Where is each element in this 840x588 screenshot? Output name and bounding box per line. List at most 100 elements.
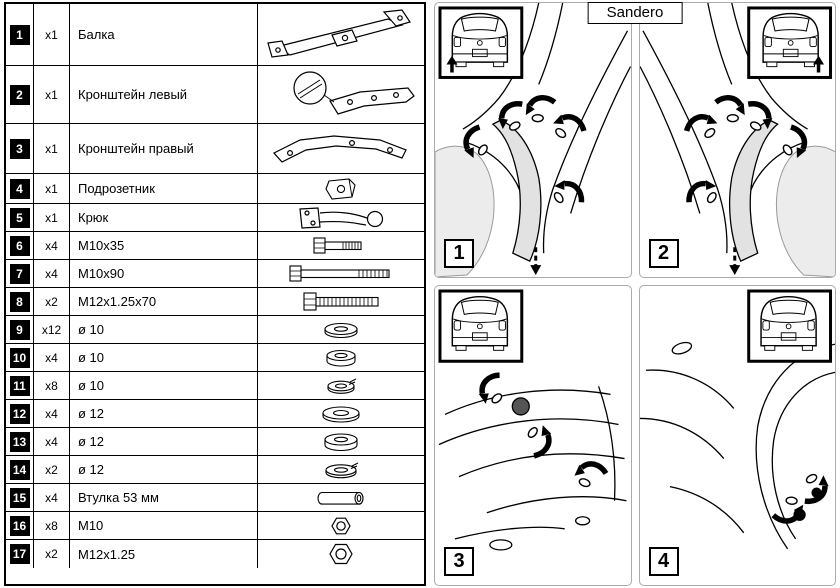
table-row: 4 x1 Подрозетник bbox=[6, 174, 424, 204]
model-title: Sandero bbox=[587, 2, 683, 24]
beam-icon bbox=[258, 4, 424, 65]
table-row: 6 x4 M10x35 bbox=[6, 232, 424, 260]
part-desc: Втулка 53 мм bbox=[70, 484, 258, 511]
part-desc: ø 10 bbox=[70, 372, 258, 399]
part-desc: ø 12 bbox=[70, 400, 258, 427]
step-number: 2 bbox=[648, 239, 679, 268]
table-row: 14 x2 ø 12 bbox=[6, 456, 424, 484]
table-row: 16 x8 M10 bbox=[6, 512, 424, 540]
step-4-illustration bbox=[639, 289, 835, 550]
part-number: 8 bbox=[9, 291, 30, 312]
part-number: 16 bbox=[9, 515, 30, 536]
bolt-short-icon bbox=[258, 232, 424, 259]
part-qty: x8 bbox=[34, 372, 70, 399]
step-1-illustration bbox=[435, 3, 631, 277]
part-number: 5 bbox=[9, 207, 30, 228]
sleeve-icon bbox=[258, 484, 424, 511]
part-desc: ø 10 bbox=[70, 316, 258, 343]
table-row: 12 x4 ø 12 bbox=[6, 400, 424, 428]
part-qty: x4 bbox=[34, 428, 70, 455]
step-3-illustration bbox=[438, 289, 627, 551]
bolt-threaded-icon bbox=[258, 288, 424, 315]
part-qty: x4 bbox=[34, 484, 70, 511]
table-row: 15 x4 Втулка 53 мм bbox=[6, 484, 424, 512]
part-number: 6 bbox=[9, 235, 30, 256]
part-desc: ø 12 bbox=[70, 428, 258, 455]
step-number: 3 bbox=[444, 547, 474, 576]
part-number: 13 bbox=[9, 431, 30, 452]
spring-washer-icon bbox=[258, 456, 424, 483]
part-qty: x12 bbox=[34, 316, 70, 343]
part-qty: x8 bbox=[34, 512, 70, 539]
part-qty: x1 bbox=[34, 4, 70, 65]
part-number: 7 bbox=[9, 263, 30, 284]
washer-flat-icon bbox=[258, 400, 424, 427]
bracket-left-icon bbox=[258, 66, 424, 123]
socket-plate-icon bbox=[258, 174, 424, 203]
part-desc: Кронштейн левый bbox=[70, 66, 258, 123]
part-desc: Подрозетник bbox=[70, 174, 258, 203]
assembly-diagrams: Sandero 1 2 bbox=[434, 2, 836, 586]
part-number: 2 bbox=[9, 84, 30, 105]
table-row: 17 x2 M12x1.25 bbox=[6, 540, 424, 568]
assembly-step-1: 1 bbox=[434, 2, 632, 278]
part-desc: ø 10 bbox=[70, 344, 258, 371]
part-number: 1 bbox=[9, 24, 30, 45]
part-qty: x4 bbox=[34, 344, 70, 371]
parts-table: 1 x1 Балка 2 x1 Кронштейн левый bbox=[4, 2, 426, 586]
table-row: 10 x4 ø 10 bbox=[6, 344, 424, 372]
car-rear-inset bbox=[451, 295, 509, 352]
part-desc: Крюк bbox=[70, 204, 258, 231]
part-qty: x1 bbox=[34, 66, 70, 123]
table-row: 8 x2 M12x1.25x70 bbox=[6, 288, 424, 316]
part-qty: x2 bbox=[34, 456, 70, 483]
table-row: 3 x1 Кронштейн правый bbox=[6, 124, 424, 174]
part-number: 17 bbox=[9, 544, 30, 564]
nut-large-icon bbox=[258, 540, 424, 568]
table-row: 7 x4 M10x90 bbox=[6, 260, 424, 288]
part-desc: ø 12 bbox=[70, 456, 258, 483]
step-number: 1 bbox=[444, 239, 474, 268]
nut-icon bbox=[258, 512, 424, 539]
table-row: 5 x1 Крюк bbox=[6, 204, 424, 232]
table-row: 1 x1 Балка bbox=[6, 4, 424, 66]
part-number: 10 bbox=[9, 347, 30, 368]
part-desc: M10x35 bbox=[70, 232, 258, 259]
step-number: 4 bbox=[648, 547, 679, 576]
part-qty: x2 bbox=[34, 540, 70, 568]
part-qty: x2 bbox=[34, 288, 70, 315]
part-number: 15 bbox=[9, 487, 30, 508]
part-number: 11 bbox=[9, 375, 30, 396]
part-qty: x4 bbox=[34, 260, 70, 287]
bracket-right-icon bbox=[258, 124, 424, 173]
towball-hook-icon bbox=[258, 204, 424, 231]
part-number: 14 bbox=[9, 459, 30, 480]
part-desc: M12x1.25x70 bbox=[70, 288, 258, 315]
part-desc: Балка bbox=[70, 4, 258, 65]
part-number: 3 bbox=[9, 138, 30, 159]
part-desc: Кронштейн правый bbox=[70, 124, 258, 173]
table-row: 11 x8 ø 10 bbox=[6, 372, 424, 400]
part-qty: x1 bbox=[34, 124, 70, 173]
part-qty: x4 bbox=[34, 232, 70, 259]
part-desc: M12x1.25 bbox=[70, 540, 258, 568]
table-row: 2 x1 Кронштейн левый bbox=[6, 66, 424, 124]
spring-washer-icon bbox=[258, 372, 424, 399]
washer-thick-icon bbox=[258, 428, 424, 455]
washer-flat-icon bbox=[258, 316, 424, 343]
part-number: 9 bbox=[9, 319, 30, 340]
assembly-step-3: 3 bbox=[434, 285, 632, 586]
table-row: 9 x12 ø 10 bbox=[6, 316, 424, 344]
assembly-step-4: 4 bbox=[638, 285, 836, 586]
part-desc: M10x90 bbox=[70, 260, 258, 287]
part-desc: M10 bbox=[70, 512, 258, 539]
part-number: 4 bbox=[9, 178, 30, 199]
part-qty: x1 bbox=[34, 174, 70, 203]
assembly-step-2: 2 bbox=[638, 2, 836, 278]
step-2-illustration bbox=[640, 3, 836, 277]
table-row: 13 x4 ø 12 bbox=[6, 428, 424, 456]
part-qty: x4 bbox=[34, 400, 70, 427]
part-qty: x1 bbox=[34, 204, 70, 231]
washer-thick-icon bbox=[258, 344, 424, 371]
